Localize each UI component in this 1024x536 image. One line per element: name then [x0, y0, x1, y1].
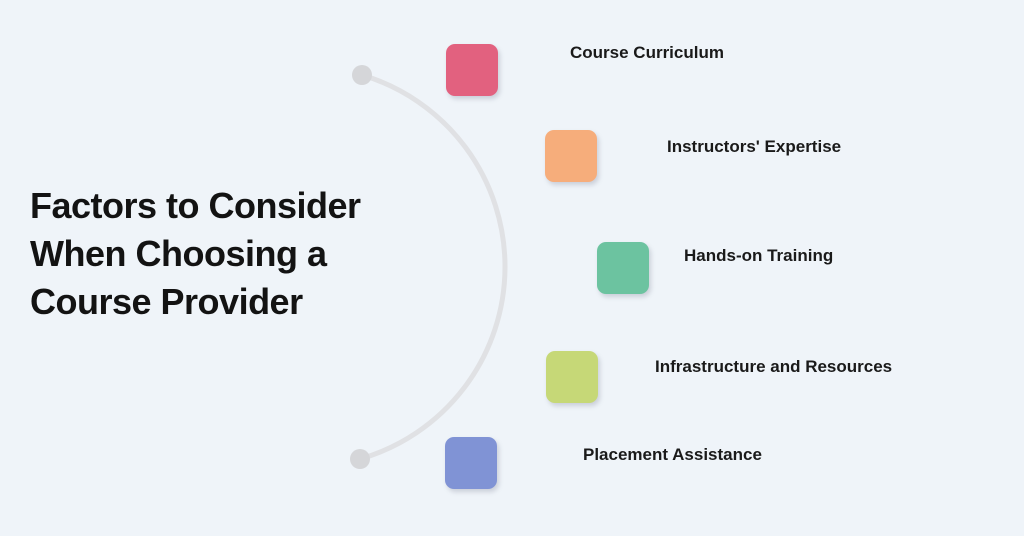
factor-node-course-curriculum: [446, 44, 498, 96]
page-title-line-3: Course Provider: [30, 281, 303, 322]
page-title-line-2: When Choosing a: [30, 233, 327, 274]
arc-path: [357, 72, 508, 462]
page-title: Factors to Consider When Choosing a Cour…: [30, 182, 430, 326]
factor-node-placement-assistance: [445, 437, 497, 489]
factor-label-instructors-expertise: Instructors' Expertise: [667, 137, 842, 156]
factor-label-placement-assistance: Placement Assistance: [583, 445, 762, 464]
factor-label-hands-on-training: Hands-on Training: [684, 246, 834, 265]
factor-label-infrastructure-resources: Infrastructure and Resources: [655, 357, 893, 376]
page-title-line-1: Factors to Consider: [30, 185, 361, 226]
factor-label-course-curriculum: Course Curriculum: [570, 43, 724, 62]
factor-node-hands-on-training: [597, 242, 649, 294]
arc-end-dot: [350, 449, 370, 469]
arc-start-dot: [352, 65, 372, 85]
factor-node-infrastructure-resources: [546, 351, 598, 403]
factor-node-instructors-expertise: [545, 130, 597, 182]
